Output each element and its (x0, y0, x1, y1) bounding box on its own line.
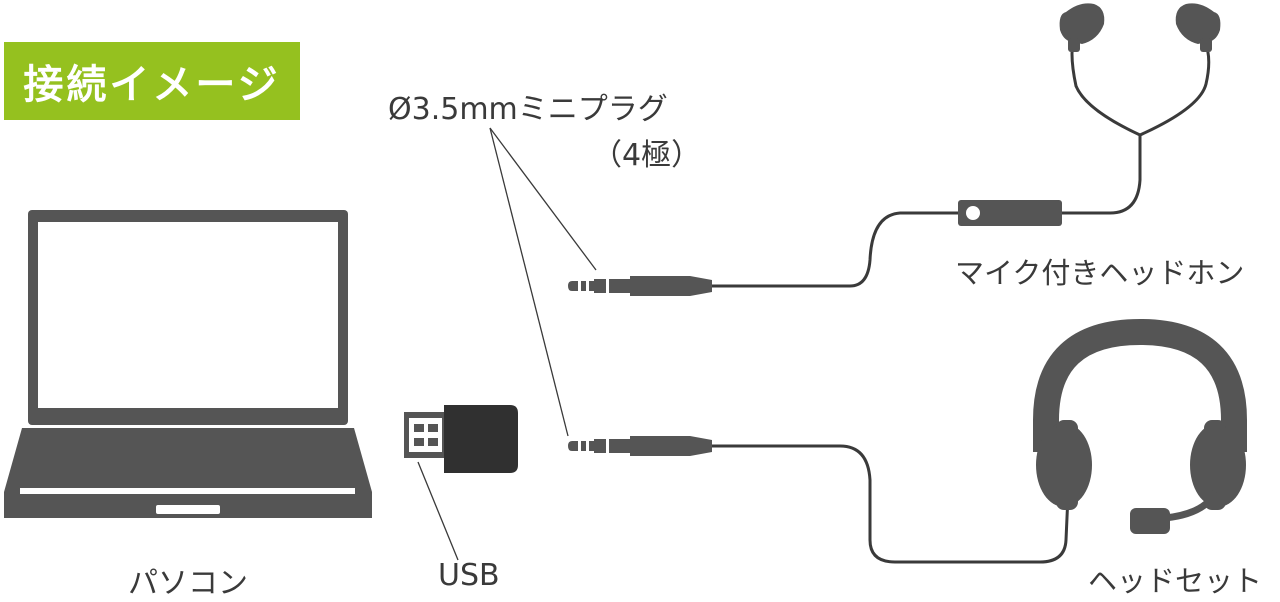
mini-plug-icon (568, 436, 712, 456)
earphone-icon (958, 3, 1221, 226)
headset-icon (1033, 318, 1247, 534)
usb-label: USB (438, 558, 500, 593)
pole-label: （4極） (592, 138, 702, 173)
headset-label: ヘッドセット (1088, 564, 1263, 598)
mini-plug-icon (568, 276, 712, 296)
cables (712, 41, 1211, 564)
laptop-icon (4, 210, 372, 518)
diagram-title: 接続イメージ (23, 62, 281, 108)
headphone-label: マイク付きヘッドホン (955, 256, 1245, 290)
plug-label: Ø3.5mmミニプラグ (388, 92, 668, 127)
usb-adapter-icon (404, 405, 518, 473)
title-badge: 接続イメージ (4, 42, 300, 120)
pointer-lines (417, 127, 597, 561)
